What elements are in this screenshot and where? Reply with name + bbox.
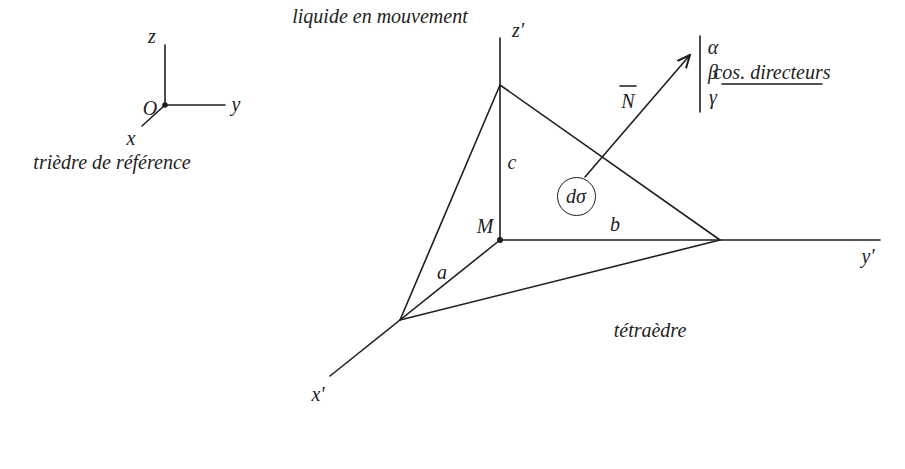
circled-element: dσ xyxy=(557,177,596,216)
point-name: M xyxy=(477,215,494,237)
vector-name: N xyxy=(621,90,634,112)
caption-note: tétraèdre xyxy=(614,319,687,341)
cosine-symbol: α xyxy=(708,36,719,58)
dimension: c xyxy=(508,151,517,173)
point-name: O xyxy=(143,97,157,119)
bracket xyxy=(699,36,701,112)
tetra-edge xyxy=(400,240,720,320)
axis-name: z' xyxy=(512,19,524,41)
point-m xyxy=(498,238,502,242)
axis-name: z xyxy=(148,25,156,47)
note: cos. directeurs xyxy=(713,61,830,83)
axis-name: x' xyxy=(311,383,324,405)
y-axis xyxy=(165,104,225,106)
axis-name: x xyxy=(127,127,136,149)
vector-bar xyxy=(620,85,636,87)
z-prime-axis xyxy=(499,38,501,240)
dimension: b xyxy=(610,213,620,235)
cosine-symbol: γ xyxy=(709,86,717,108)
z-axis xyxy=(164,45,166,105)
tetra-edge xyxy=(500,85,720,240)
origin-dot xyxy=(163,103,167,107)
underline xyxy=(722,83,822,85)
title: liquide en mouvement xyxy=(292,5,468,27)
axis-name: y' xyxy=(861,245,874,267)
normal-arrow xyxy=(585,55,690,177)
axis-name: y xyxy=(232,93,241,115)
dimension: a xyxy=(437,261,447,283)
caption-note: trièdre de référence xyxy=(33,151,190,173)
tetra-edge xyxy=(400,85,500,320)
x-prime-axis xyxy=(330,240,500,376)
element-label: dσ xyxy=(566,185,586,208)
y-prime-axis xyxy=(500,239,880,241)
